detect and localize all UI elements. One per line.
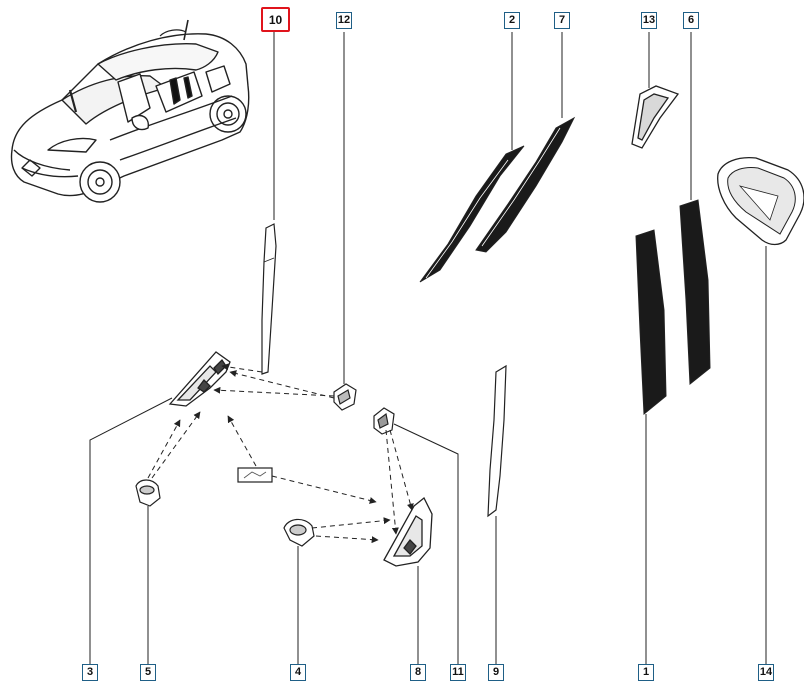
part-1-pillar <box>635 229 667 416</box>
part-label-13[interactable]: 13 <box>641 12 657 29</box>
part-5-clip <box>135 479 161 507</box>
part-label-12[interactable]: 12 <box>336 12 352 29</box>
part-3-bracket <box>168 351 231 407</box>
part-label-11[interactable]: 11 <box>450 664 466 681</box>
part-10-strip <box>261 223 277 375</box>
car-illustration <box>10 19 250 203</box>
part-label-1[interactable]: 1 <box>638 664 654 681</box>
part-8-bracket <box>383 496 433 567</box>
part-4-clip <box>283 518 315 547</box>
part-label-10[interactable]: 10 <box>261 7 290 32</box>
part-13-trim <box>631 85 680 149</box>
part-label-2[interactable]: 2 <box>504 12 520 29</box>
part-label-5[interactable]: 5 <box>140 664 156 681</box>
part-label-3[interactable]: 3 <box>82 664 98 681</box>
part-9-strip <box>487 364 507 518</box>
adhesive-pad <box>237 467 273 483</box>
part-label-8[interactable]: 8 <box>410 664 426 681</box>
assembly-arrows <box>147 363 414 544</box>
part-label-14[interactable]: 14 <box>758 664 774 681</box>
part-label-4[interactable]: 4 <box>290 664 306 681</box>
part-7-strip <box>475 116 576 253</box>
part-12-clip <box>333 383 357 411</box>
part-label-6[interactable]: 6 <box>683 12 699 29</box>
part-label-9[interactable]: 9 <box>488 664 504 681</box>
part-6-pillar <box>679 199 711 386</box>
leader-lines <box>89 32 767 664</box>
part-11-clip <box>373 407 395 435</box>
part-label-7[interactable]: 7 <box>554 12 570 29</box>
part-2-strip <box>419 145 525 283</box>
part-14-window-trim <box>717 156 804 246</box>
